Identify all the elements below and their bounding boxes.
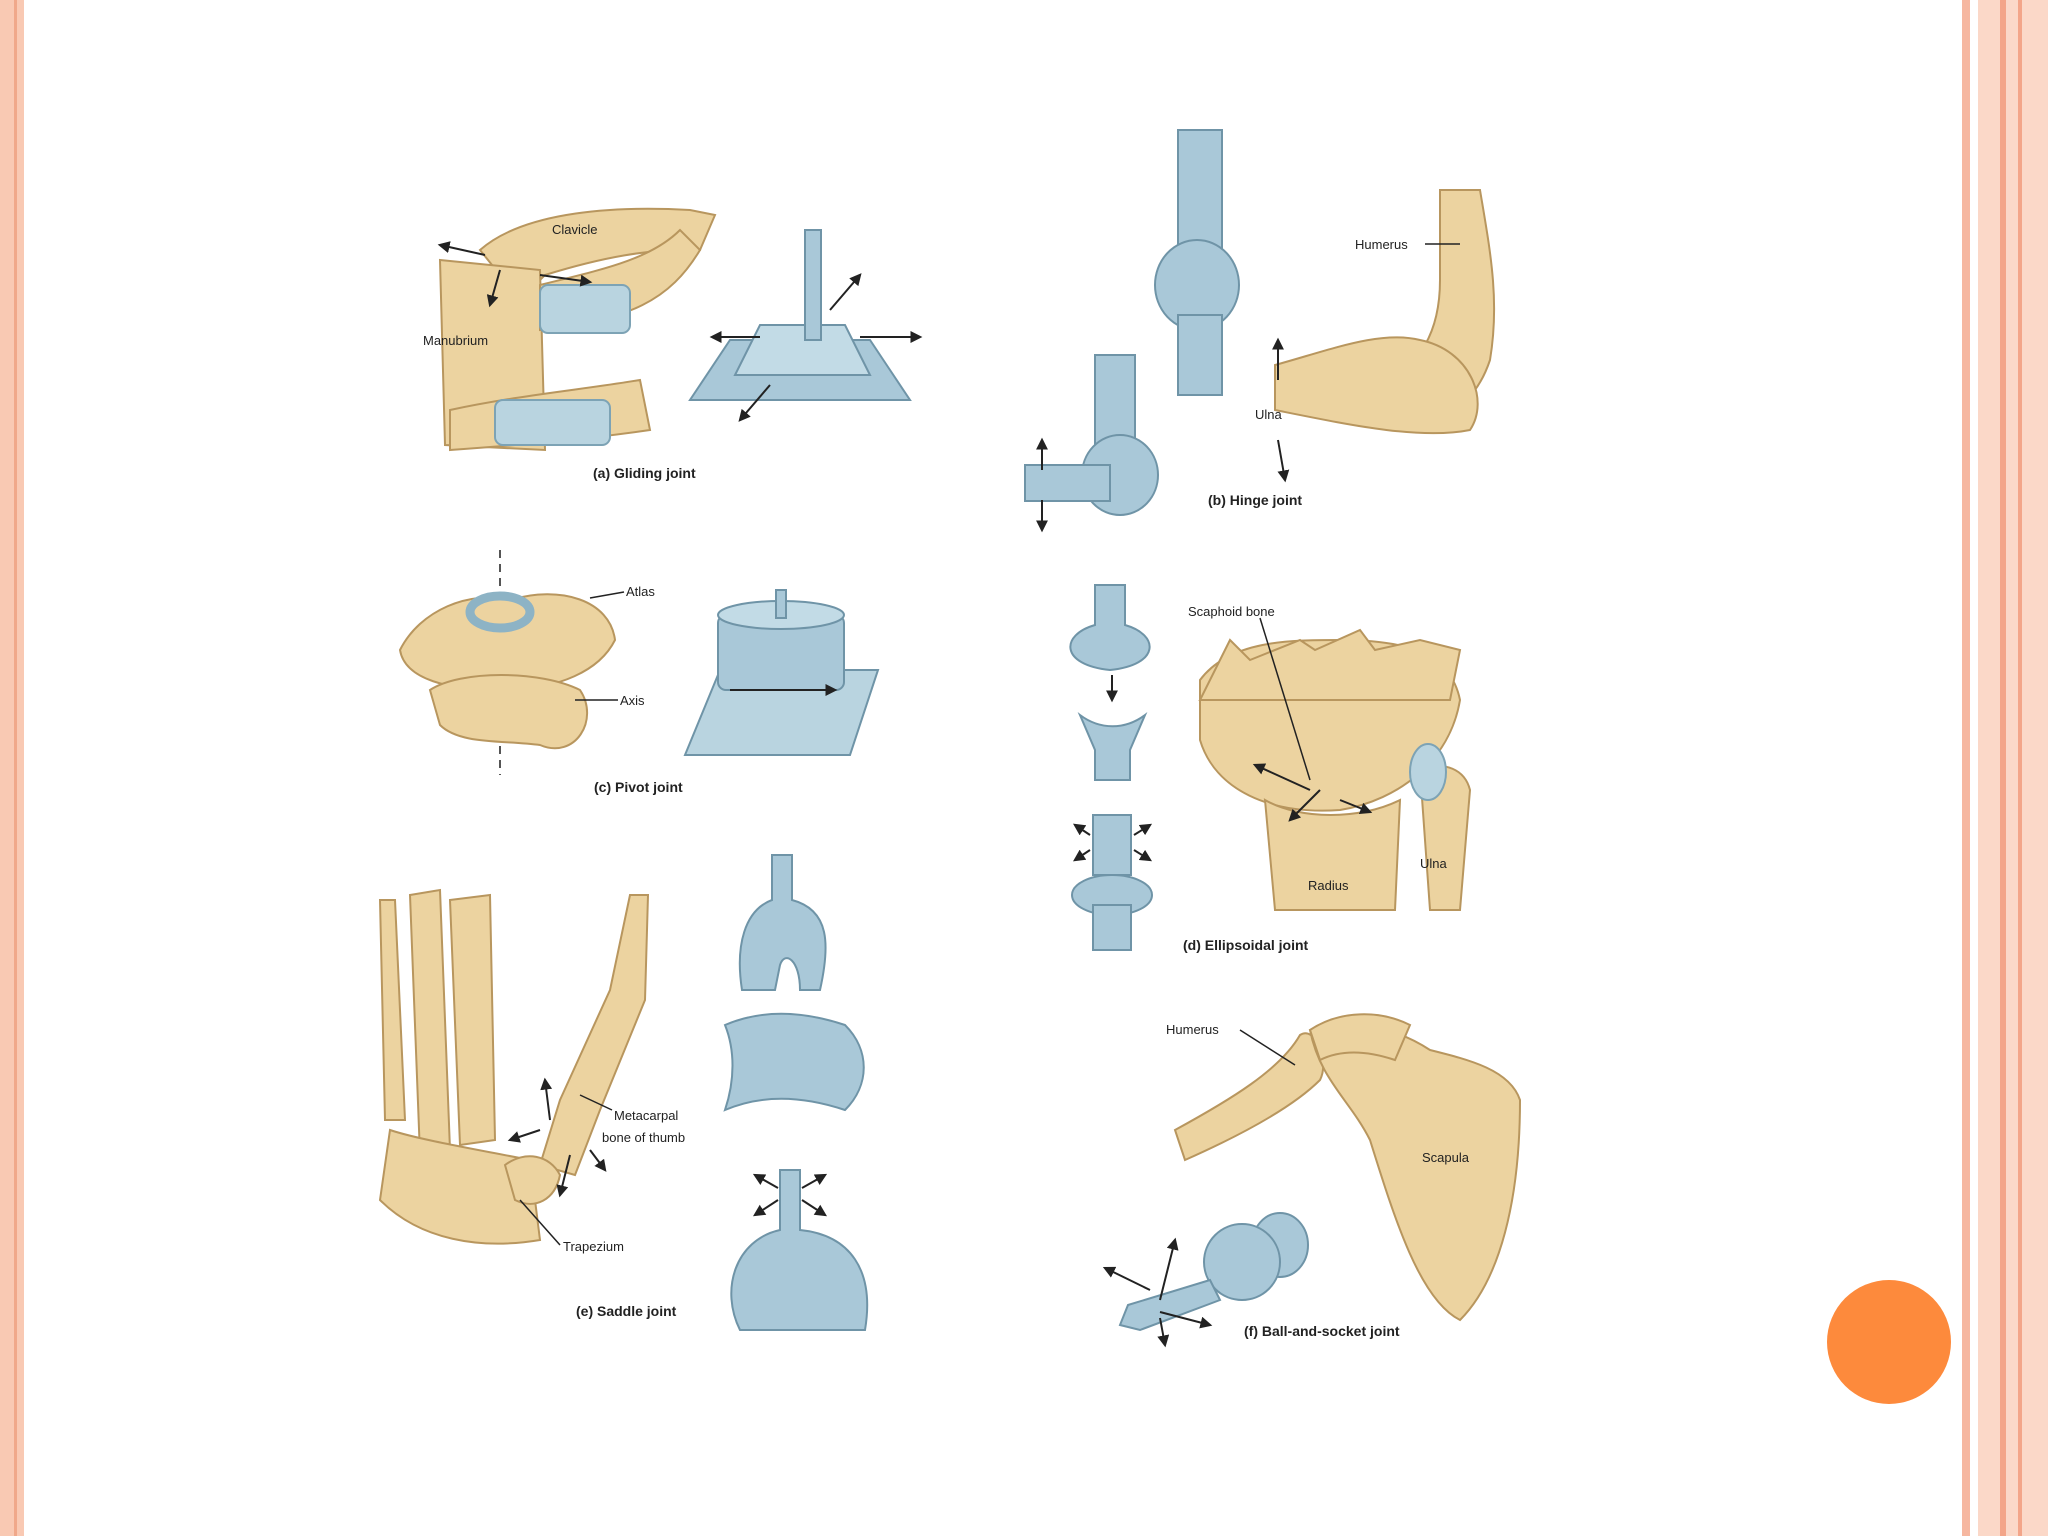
ellipsoid-motion-arrow	[1133, 849, 1153, 862]
caption-hinge-joint: (b) Hinge joint	[1208, 492, 1302, 508]
saddle-model-top	[738, 854, 827, 991]
ellipsoid-wrist-arrow	[1339, 799, 1373, 815]
thumb-bones	[538, 894, 650, 1177]
saddle-model-middle	[723, 1012, 865, 1112]
slide-frame-right-line-1	[2000, 0, 2006, 1536]
saddle-motion-arrow	[507, 1129, 541, 1143]
ulna-cartilage-disc	[1409, 743, 1447, 801]
saddle-motion-arrow	[556, 1154, 571, 1198]
gliding-motion-arrow	[437, 241, 486, 256]
hinge-joint-panel: Humerus Ulna (b) Hinge joint	[1024, 129, 1496, 533]
radius-bone	[1263, 798, 1402, 911]
atlas-leader-line	[589, 591, 625, 599]
caption-gliding-joint: (a) Gliding joint	[593, 465, 696, 481]
ellipsoid-wrist-arrow	[1288, 789, 1321, 822]
ball-socket-model-ball	[1203, 1223, 1281, 1301]
label-ulna-wrist: Ulna	[1420, 856, 1448, 871]
pivot-model-pin	[775, 589, 787, 619]
ellipsoid-motion-arrow	[1073, 823, 1091, 836]
atlas-ligament	[465, 591, 535, 633]
gliding-model-post	[804, 229, 822, 341]
finger-bones	[408, 888, 452, 1157]
gliding-motion-arrow	[486, 269, 501, 308]
humerus-shoulder-leader-line	[1239, 1029, 1296, 1066]
gliding-motion-arrow	[539, 274, 593, 287]
ellipsoid-wrist-arrow	[1252, 763, 1311, 791]
ellipsoidal-joint-panel: Scaphoid bone Radius Ulna (d) Ellipsoida…	[1069, 584, 1472, 953]
gliding-model-top-plate	[733, 324, 872, 376]
finger-bones	[448, 893, 497, 1147]
ulna-bone	[1274, 336, 1479, 435]
metacarpal-leader-line	[579, 1094, 613, 1111]
label-ulna: Ulna	[1255, 407, 1283, 422]
ellipsoid-model-socket	[1077, 711, 1148, 781]
label-humerus-shoulder: Humerus	[1166, 1022, 1219, 1037]
label-clavicle: Clavicle	[552, 222, 598, 237]
label-bone-of-thumb: bone of thumb	[602, 1130, 685, 1145]
slide-frame-right-line-2	[2018, 0, 2022, 1536]
costal-cartilage-lower	[494, 399, 611, 446]
ellipsoid-model-assembled-upper	[1092, 814, 1132, 876]
ellipsoid-motion-arrow	[1073, 849, 1091, 862]
trapezium-leader-line	[519, 1199, 561, 1246]
ball-socket-motion-arrow	[1159, 1237, 1179, 1301]
caption-ball-socket-joint: (f) Ball-and-socket joint	[1244, 1323, 1400, 1339]
slide-frame-left-line	[14, 0, 17, 1536]
saddle-model-arrow	[801, 1199, 828, 1217]
saddle-model-assembled	[730, 1169, 869, 1331]
hinge-model-upper-rod	[1177, 129, 1223, 261]
gliding-model-arrow	[738, 384, 771, 422]
ellipsoid-model-assembled-lower	[1092, 904, 1132, 951]
costal-cartilage-upper	[539, 284, 631, 334]
saddle-joint-panel: Metacarpal bone of thumb Trapezium (e) S…	[378, 854, 869, 1331]
finger-bones	[378, 899, 407, 1121]
slide-frame-left	[0, 0, 24, 1536]
saddle-model-arrow	[801, 1173, 828, 1189]
ball-socket-motion-arrow	[1159, 1311, 1213, 1329]
hinge-model-lower-rod	[1177, 314, 1223, 396]
label-scaphoid: Scaphoid bone	[1188, 604, 1275, 619]
saddle-model-arrow	[752, 1199, 779, 1217]
label-atlas: Atlas	[626, 584, 655, 599]
caption-ellipsoidal-joint: (d) Ellipsoidal joint	[1183, 937, 1309, 953]
decorative-orange-circle	[1827, 1280, 1951, 1404]
ball-socket-motion-arrow	[1157, 1317, 1170, 1348]
caption-saddle-joint: (e) Saddle joint	[576, 1303, 677, 1319]
saddle-motion-arrow	[589, 1149, 607, 1172]
caption-pivot-joint: (c) Pivot joint	[594, 779, 683, 795]
label-scapula: Scapula	[1422, 1150, 1470, 1165]
saddle-model-arrow	[752, 1173, 779, 1189]
ball-socket-motion-arrow	[1102, 1266, 1151, 1291]
axis-bone	[428, 674, 589, 750]
slide-frame-right	[1978, 0, 2048, 1536]
ball-socket-model-shaft	[1118, 1278, 1222, 1332]
ellipsoid-model-top	[1069, 584, 1151, 672]
label-trapezium: Trapezium	[563, 1239, 624, 1254]
hinge-model-horizontal-rod	[1024, 464, 1111, 502]
saddle-motion-arrow	[540, 1077, 553, 1121]
label-radius: Radius	[1308, 878, 1349, 893]
gliding-joint-panel: Clavicle Manubrium (a) Gliding joint	[423, 207, 923, 481]
scapula-bone	[1308, 1022, 1522, 1322]
humerus-bone-shoulder	[1173, 1032, 1325, 1162]
label-metacarpal: Metacarpal	[614, 1108, 678, 1123]
hinge-motion-arrow	[1277, 439, 1290, 483]
scaphoid-leader-line	[1259, 617, 1311, 781]
slide-frame-right-inner	[1962, 0, 1970, 1536]
label-humerus: Humerus	[1355, 237, 1408, 252]
ellipsoid-motion-arrow	[1133, 823, 1153, 836]
ball-socket-joint-panel: Humerus Scapula (f) Ball-and-socket join…	[1102, 1013, 1522, 1348]
pivot-joint-panel: Atlas Axis (c) Pivot joint	[398, 550, 880, 795]
acromion	[1308, 1013, 1412, 1062]
carpal-bones-hand	[378, 1128, 542, 1245]
gliding-model-arrow	[829, 273, 862, 311]
trapezium-bone	[503, 1155, 562, 1205]
label-axis: Axis	[620, 693, 645, 708]
label-manubrium: Manubrium	[423, 333, 488, 348]
metacarpal-bones	[1198, 628, 1462, 701]
